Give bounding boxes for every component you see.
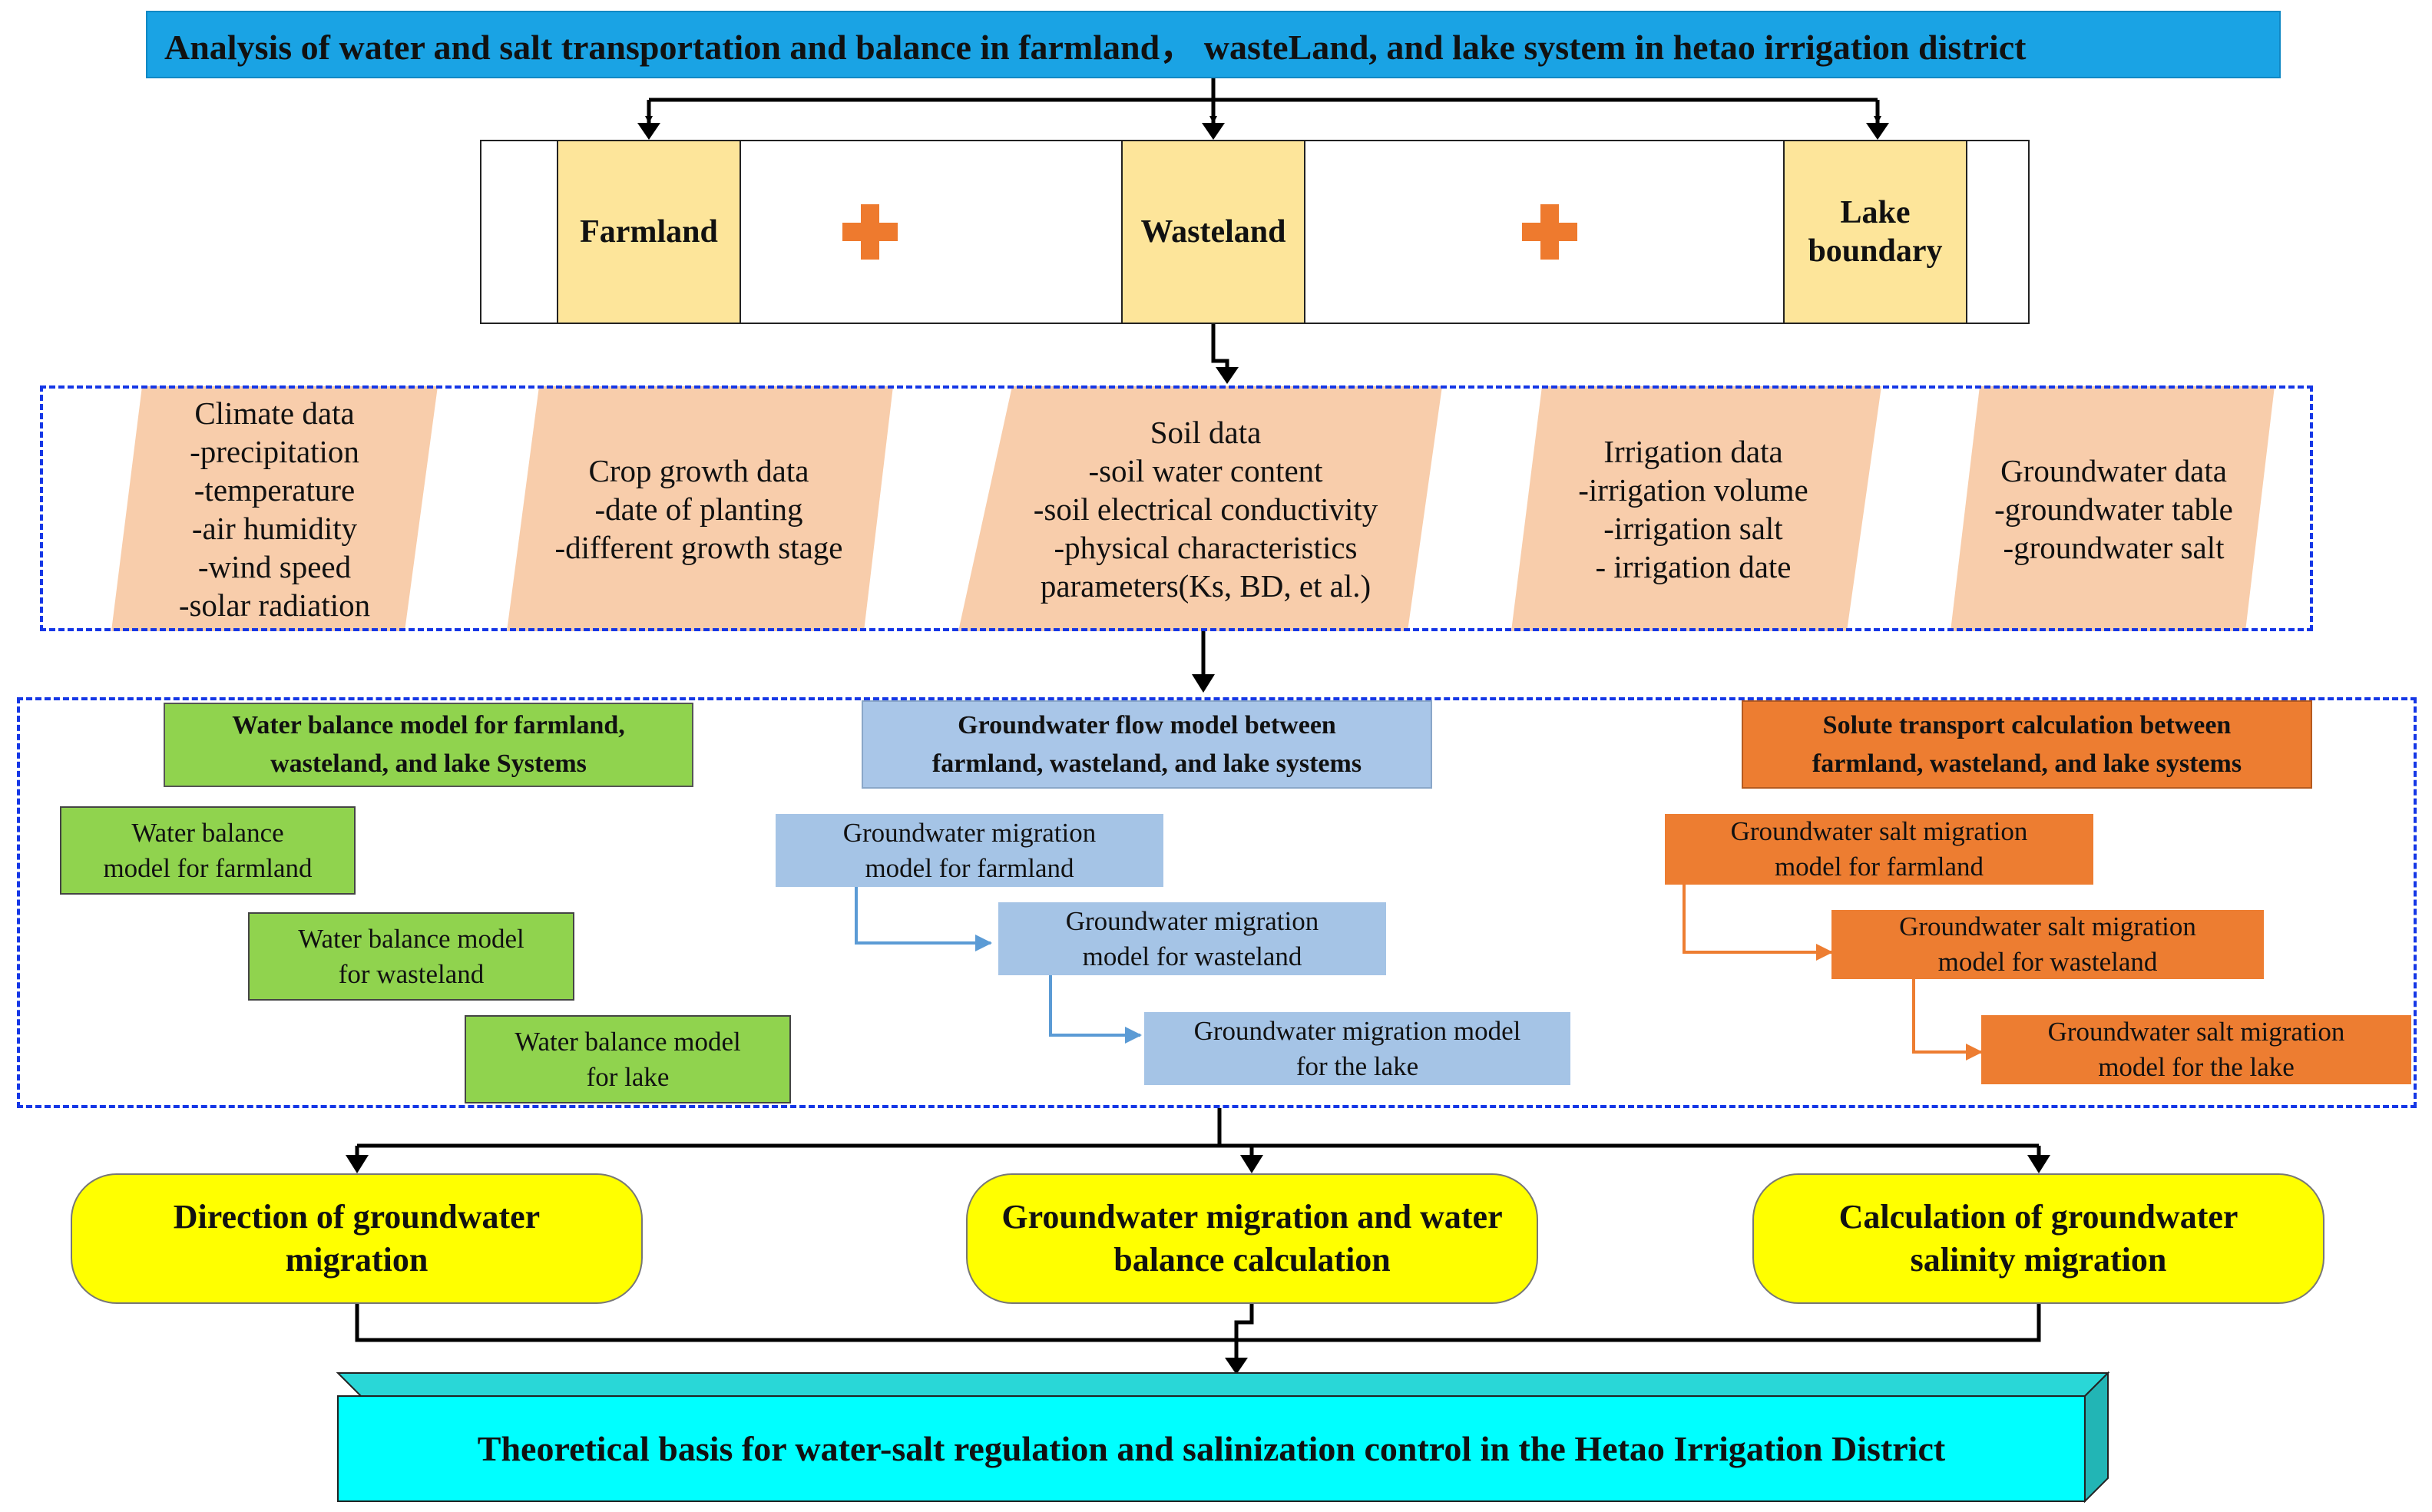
lake-label-line2: boundary (1808, 233, 1943, 269)
crop-data-shape (507, 386, 893, 631)
groundwater-migration-farmland: Groundwater migration model for farmland (776, 814, 1163, 887)
models-frame (17, 697, 2417, 1108)
main-title-text: Analysis of water and salt transportatio… (164, 28, 2027, 67)
plus-icon (1519, 201, 1580, 263)
groundwater-migration-lake: Groundwater migration model for the lake (1144, 1012, 1570, 1085)
wasteland-label: Wasteland (1140, 214, 1286, 250)
soil-data: Soil data -soil water content -soil elec… (1033, 414, 1378, 604)
climate-data: Climate data -precipitation -temperature… (178, 395, 371, 623)
salt-migration-farmland: Groundwater salt migration model for far… (1665, 814, 2093, 885)
crop-growth-data: Crop growth data -date of planting -diff… (554, 452, 843, 565)
data-inputs-frame (40, 385, 2313, 631)
outcomes-to-final-arrows (355, 1304, 2041, 1375)
main-title: Analysis of water and salt transportatio… (146, 11, 2281, 78)
climate-data-shape (111, 386, 438, 631)
water-balance-farmland: Water balance model for farmland (60, 806, 356, 895)
groundwater-data-shape (1951, 386, 2275, 631)
final-conclusion-text: Theoretical basis for water-salt regulat… (477, 1429, 1946, 1468)
water-balance-heading: Water balance model for farmland, wastel… (164, 703, 693, 787)
water-balance-lake: Water balance model for lake (465, 1015, 791, 1103)
solute-transport-heading: Solute transport calculation between far… (1742, 700, 2312, 789)
data-to-models-arrow (1192, 631, 1215, 693)
land-to-data-arrow (1211, 324, 1239, 384)
lake-boundary-box: Lake boundary (1783, 141, 1967, 323)
models-to-outcomes-arrows (346, 1108, 2050, 1173)
wasteland-box: Wasteland (1121, 141, 1305, 323)
final-conclusion: Theoretical basis for water-salt regulat… (338, 1396, 2085, 1501)
groundwater-flow-connectors (855, 887, 1142, 1044)
salt-migration-lake: Groundwater salt migration model for the… (1981, 1015, 2411, 1084)
data-input-shapes (111, 386, 2275, 631)
farmland-label: Farmland (580, 214, 718, 250)
groundwater-flow-heading: Groundwater flow model between farmland,… (862, 700, 1432, 789)
groundwater-migration-wasteland: Groundwater migration model for wastelan… (998, 902, 1386, 975)
outcome-groundwater-direction: Direction of groundwater migration (71, 1173, 643, 1304)
outcome-migration-balance: Groundwater migration and water balance … (966, 1173, 1538, 1304)
farmland-box: Farmland (557, 141, 741, 323)
water-balance-wasteland: Water balance model for wasteland (248, 912, 574, 1001)
irrigation-data: Irrigation data -irrigation volume -irri… (1578, 433, 1808, 584)
final-box-shape (336, 1371, 2110, 1504)
lake-label-line1: Lake (1840, 195, 1911, 230)
title-to-land-arrows (637, 78, 1889, 140)
irrigation-data-shape (1511, 386, 1881, 631)
plus-icon (839, 201, 901, 263)
salt-migration-wasteland: Groundwater salt migration model for was… (1831, 910, 2264, 979)
outcome-salinity-migration: Calculation of groundwater salinity migr… (1752, 1173, 2324, 1304)
solute-transport-connectors (1683, 885, 1983, 1060)
soil-data-shape (958, 386, 1442, 631)
groundwater-data: Groundwater data -groundwater table -gro… (1994, 452, 2233, 565)
